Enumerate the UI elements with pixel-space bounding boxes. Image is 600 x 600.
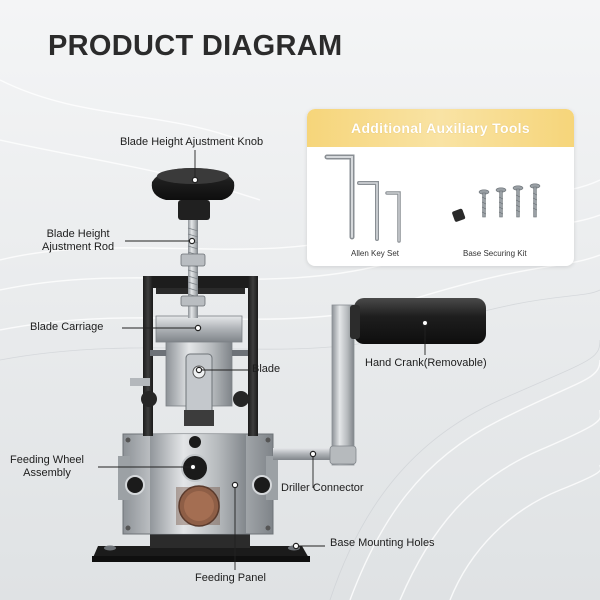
wheel-marker-dot [189, 463, 197, 471]
callout-hand-crank: Hand Crank(Removable) [365, 357, 487, 369]
tools-panel-header: Additional Auxiliary Tools [307, 109, 574, 147]
base-securing-kit-icon [452, 183, 541, 222]
tool-caption-base-securing-kit: Base Securing Kit [463, 249, 527, 258]
feeding-body [118, 433, 278, 535]
callout-driller-connector: Driller Connector [281, 482, 364, 494]
rod-marker-dot [188, 237, 196, 245]
callout-wheel-line1: Feeding Wheel [10, 454, 84, 466]
page-title: PRODUCT DIAGRAM [48, 30, 343, 62]
allen-key-set-icon [324, 154, 401, 243]
driller-connector-shaft [273, 448, 343, 460]
callout-wheel-line2: Assembly [23, 467, 71, 479]
tool-caption-allen-key-set: Allen Key Set [351, 249, 400, 258]
crank-marker-dot [421, 319, 429, 327]
callout-blade: Blade [252, 363, 281, 375]
hand-crank [329, 298, 486, 466]
base-marker-dot [292, 542, 300, 550]
blade-frame [143, 276, 258, 436]
callout-rod-line1: Blade Height [46, 228, 110, 240]
callout-rod-line2: Ajustment Rod [42, 241, 115, 253]
auxiliary-tools-panel: Additional Auxiliary Tools [307, 109, 574, 266]
knob-marker-dot [191, 176, 199, 184]
callout-blade-carriage: Blade Carriage [30, 321, 104, 333]
blade-marker-dot [195, 366, 203, 374]
driller-marker-dot [309, 450, 317, 458]
adjustment-knob [151, 168, 235, 220]
callout-feeding-panel: Feeding Panel [195, 572, 266, 584]
callout-feeding-wheel-assembly: Feeding Wheel Assembly [10, 454, 84, 480]
panel-marker-dot [231, 481, 239, 489]
callout-blade-height-knob: Blade Height Ajustment Knob [120, 136, 264, 148]
callout-base-mounting-holes: Base Mounting Holes [330, 537, 435, 549]
carriage-marker-dot [194, 324, 202, 332]
tools-illustration [324, 154, 541, 243]
blade-carriage [130, 315, 249, 426]
callout-blade-height-rod: Blade Height Ajustment Rod [42, 228, 114, 254]
tools-panel-title: Additional Auxiliary Tools [351, 120, 530, 136]
